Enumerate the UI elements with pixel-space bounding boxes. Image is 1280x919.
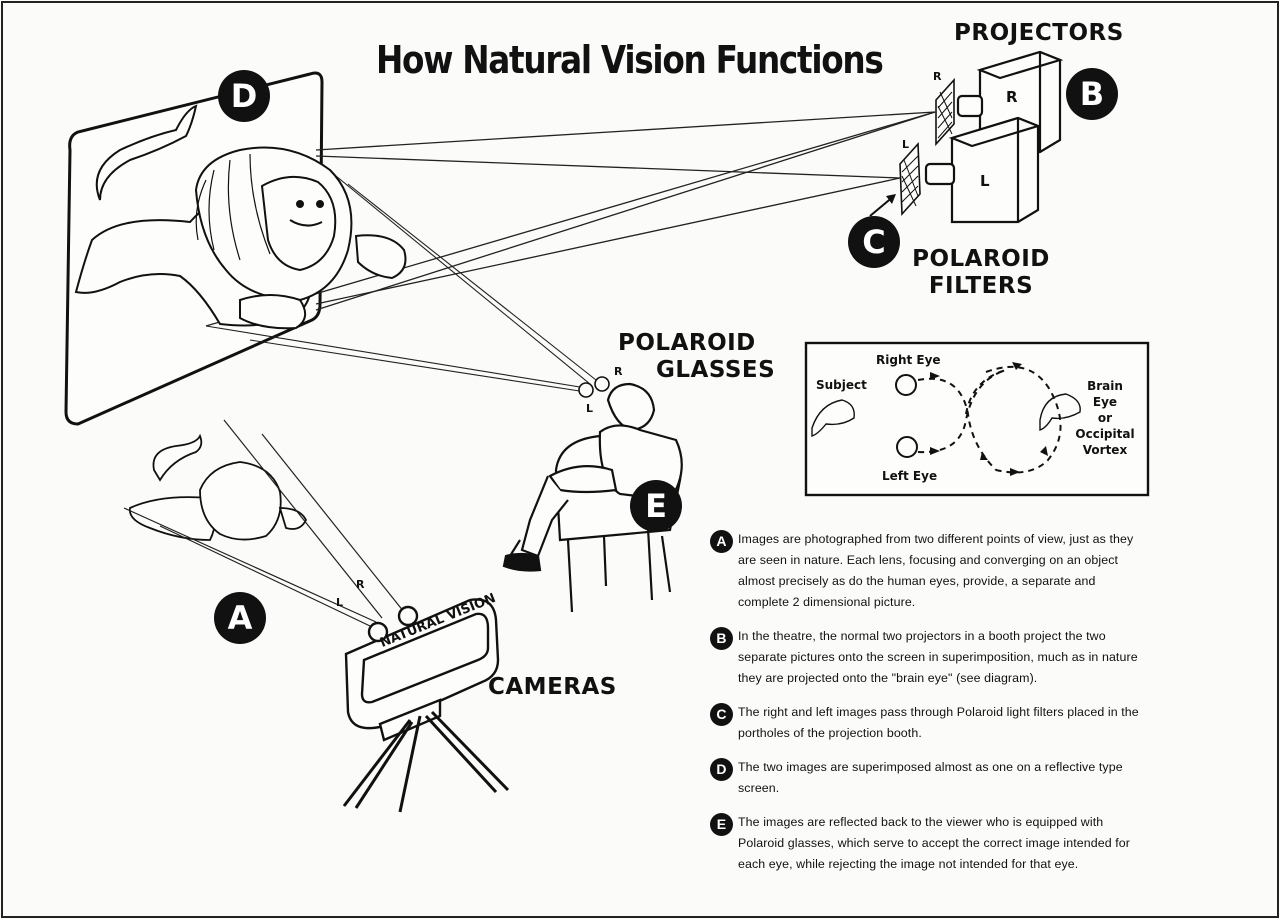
reflected-beams [205, 175, 597, 393]
note-e: E The images are reflected back to the v… [710, 812, 1150, 875]
note-e-text: The images are reflected back to the vie… [738, 815, 1130, 871]
note-c: C The right and left images pass through… [710, 702, 1150, 744]
inset-right-eye-label: Right Eye [876, 353, 941, 367]
note-b-text: In the theatre, the normal two projector… [738, 629, 1138, 685]
filter-r-letter: R [933, 70, 942, 83]
lion-on-screen [74, 104, 407, 330]
note-b-badge: B [710, 627, 733, 650]
marker-e: E [630, 480, 682, 532]
inset-diagram-box [804, 341, 1150, 497]
marker-d: D [218, 70, 270, 122]
note-a-badge: A [710, 530, 733, 553]
marker-a: A [214, 592, 266, 644]
page-title: How Natural Vision Functions [376, 38, 884, 82]
inset-brain-line4: Occipital [1075, 427, 1135, 441]
glasses-r-letter: R [614, 365, 623, 378]
filter-pointer-arrowhead [886, 194, 896, 204]
inset-left-eye-label: Left Eye [882, 469, 938, 483]
inset-subject-label: Subject [816, 378, 867, 392]
marker-b: B [1066, 68, 1118, 120]
projection-beams [205, 111, 936, 327]
marker-c: C [848, 216, 900, 268]
inset-brain-line3: or [1097, 411, 1113, 425]
note-d-text: The two images are superimposed almost a… [738, 760, 1123, 795]
polaroid-filters-label-line2: FILTERS [928, 273, 1034, 299]
cameras-label: CAMERAS [488, 674, 617, 700]
camera-r-letter: R [356, 578, 365, 591]
note-c-text: The right and left images pass through P… [738, 705, 1139, 740]
polaroid-glasses-label: POLAROID GLASSES [612, 330, 782, 384]
polaroid-filter-left [899, 142, 921, 216]
polaroid-glasses-label-line2: GLASSES [656, 357, 776, 383]
note-a: A Images are photographed from two diffe… [710, 529, 1150, 613]
note-d-badge: D [710, 758, 733, 781]
note-e-badge: E [710, 813, 733, 836]
polaroid-glasses-label-line1: POLAROID [618, 330, 756, 356]
projectors-label: PROJECTORS [954, 20, 1124, 46]
polaroid-filters-label-line1: POLAROID [912, 246, 1050, 272]
filter-l-letter: L [902, 138, 910, 151]
glasses-l-letter: L [586, 402, 594, 415]
inset-brain-label: Brain Eye or Occipital Vortex [1074, 378, 1136, 458]
camera-sight-lines [123, 419, 405, 627]
projector-left [924, 116, 1042, 224]
lion-subject [128, 433, 308, 541]
projector-r-letter: R [1006, 88, 1018, 106]
polaroid-filters-label: POLAROID FILTERS [906, 246, 1056, 300]
inset-arrowheads [930, 362, 1048, 476]
inset-brain-line5: Vortex [1082, 443, 1128, 457]
viewer-glasses [578, 376, 610, 398]
note-a-text: Images are photographed from two differe… [738, 532, 1134, 609]
notes-list: A Images are photographed from two diffe… [710, 529, 1150, 888]
note-b: B In the theatre, the normal two project… [710, 626, 1150, 689]
inset-brain-line2: Eye [1092, 395, 1118, 409]
inset-brain-line1: Brain [1087, 379, 1123, 393]
projector-l-letter: L [980, 172, 990, 190]
polaroid-filter-right [935, 77, 955, 147]
note-d: D The two images are superimposed almost… [710, 757, 1150, 799]
natural-vision-camera [342, 598, 510, 813]
camera-l-letter: L [336, 596, 344, 609]
note-c-badge: C [710, 703, 733, 726]
